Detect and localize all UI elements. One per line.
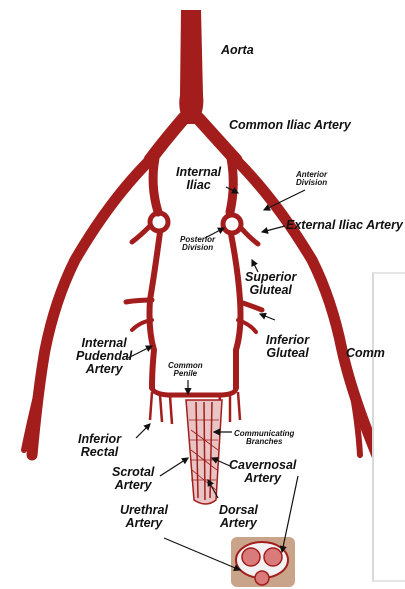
aorta: [179, 10, 203, 124]
label-internal-iliac: Internal Iliac: [176, 166, 221, 192]
label-cavernosal: Cavernosal Artery: [229, 459, 296, 485]
label-external-iliac: External Iliac Artery: [286, 219, 403, 232]
internal-iliac-right: [230, 158, 233, 212]
label-comm-partial: Comm: [346, 347, 385, 360]
internal-iliac-left: [153, 158, 158, 212]
label-inferior-rectal: Inferior Rectal: [78, 433, 121, 459]
label-inferior-gluteal: Inferior Gluteal: [266, 334, 309, 360]
label-dorsal: Dorsal Artery: [219, 504, 258, 530]
label-communicating-branches: Communicating Branches: [234, 430, 294, 447]
label-superior-gluteal: Superior Gluteal: [245, 271, 296, 297]
label-aorta: Aorta: [221, 44, 254, 57]
label-urethral: Urethral Artery: [120, 504, 168, 530]
label-anterior-division: Anterior Division: [296, 171, 327, 188]
cross-section-image: [231, 537, 295, 587]
label-internal-pudendal: Internal Pudendal Artery: [76, 337, 132, 376]
external-iliac-left: [32, 160, 150, 455]
side-panel-edge: [372, 272, 405, 582]
label-posterior-division: Posterior Division: [180, 236, 215, 253]
label-common-penile: Common Penile: [168, 362, 203, 379]
label-scrotal: Scrotal Artery: [112, 466, 154, 492]
label-common-iliac: Common Iliac Artery: [229, 119, 351, 132]
